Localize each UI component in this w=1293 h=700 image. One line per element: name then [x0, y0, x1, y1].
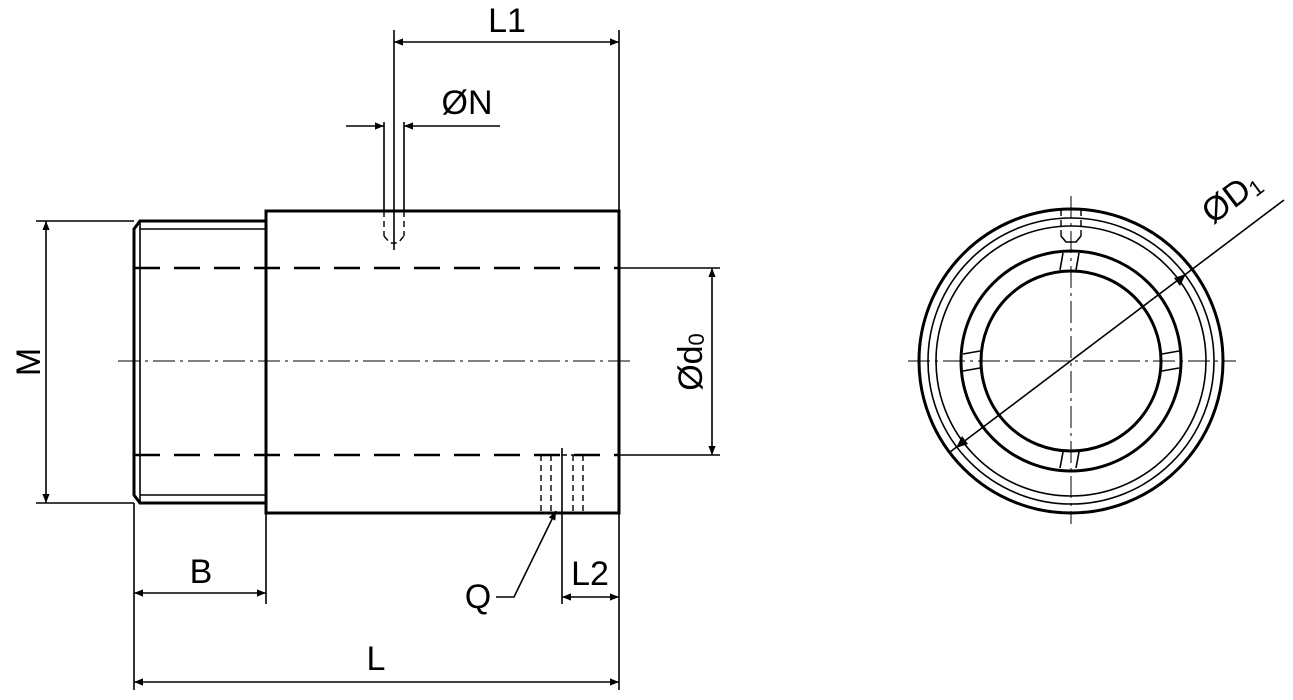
- label-Q: Q: [465, 578, 491, 616]
- bore-circle: [979, 269, 1163, 453]
- dim-line-D1: [949, 199, 1285, 453]
- side-view: L1 ØN M Ød0 B L2 L Q: [10, 2, 720, 690]
- dim-arrow-D1-bottom: [956, 436, 968, 448]
- label-L: L: [367, 640, 386, 678]
- label-B: B: [190, 553, 213, 591]
- ring-notches: [962, 252, 1180, 469]
- bearing-outer-ring: [959, 249, 1183, 473]
- housing-face-circle: [935, 225, 1207, 497]
- dim-arrow-D1-top: [1174, 274, 1186, 286]
- thread-section-outline: [132, 219, 266, 505]
- end-view: ØD1: [908, 163, 1285, 524]
- lube-hole: [383, 120, 405, 250]
- outer-diameter-circle: [917, 207, 1225, 515]
- leader-Q: [496, 510, 557, 598]
- end-view-lube-hole: [1060, 210, 1082, 243]
- housing-body: [264, 209, 621, 515]
- label-N: ØN: [442, 84, 493, 122]
- label-L2: L2: [571, 555, 609, 593]
- thread-root-circle: [927, 217, 1215, 505]
- set-screw-hole: [540, 448, 584, 604]
- label-L1: L1: [488, 2, 526, 40]
- label-d0-subscript: 0: [684, 333, 709, 345]
- label-D1: ØD1: [1195, 163, 1269, 232]
- label-d0: Ød0: [672, 333, 710, 391]
- label-M: M: [10, 348, 48, 376]
